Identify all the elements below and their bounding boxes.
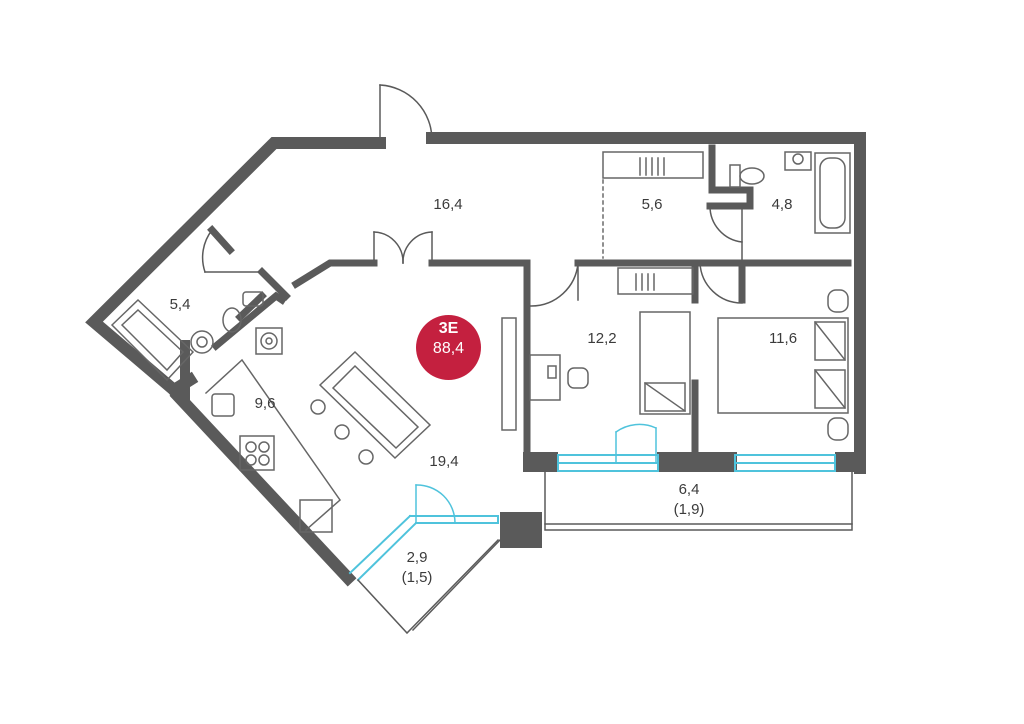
wardrobe-bedroom-2 bbox=[617, 267, 694, 295]
bedroom-2-door bbox=[699, 262, 743, 304]
room-area-bedroom-2: 11,6 bbox=[768, 330, 798, 347]
outer-walls-thick bbox=[180, 340, 865, 548]
entrance-door bbox=[379, 84, 433, 144]
kitchen-counter bbox=[204, 358, 341, 533]
room-area-wardrobe: 5,6 bbox=[641, 196, 663, 213]
bathtub-left bbox=[110, 298, 195, 382]
bed-bedroom-1 bbox=[639, 311, 691, 415]
kitchen-exterior-wall bbox=[169, 387, 357, 587]
room-area-balcony-large: 6,4 (1,9) bbox=[673, 481, 705, 518]
apartment-type-badge: 3E 88,4 bbox=[416, 315, 481, 380]
bedroom-1-door bbox=[530, 262, 579, 307]
toilet-left bbox=[222, 291, 264, 333]
bathtub-right bbox=[814, 152, 851, 234]
desk-bedroom-1 bbox=[529, 354, 589, 401]
washing-machine bbox=[255, 327, 283, 355]
room-area-living-room: 19,4 bbox=[429, 453, 459, 470]
room-area-balcony-small: 2,9 (1,5) bbox=[401, 549, 433, 586]
room-area-bedroom-1: 12,2 bbox=[587, 330, 617, 347]
room-area-hall: 16,4 bbox=[433, 196, 463, 213]
bathroom-right-door bbox=[709, 205, 743, 264]
room-area-bathroom-right: 4,8 bbox=[771, 196, 793, 213]
tv-unit bbox=[501, 317, 517, 431]
dining-table bbox=[310, 350, 432, 465]
balcony-small bbox=[356, 538, 502, 635]
wardrobe-hall bbox=[602, 151, 704, 179]
balcony-doors bbox=[415, 423, 657, 524]
toilet-right bbox=[729, 164, 765, 188]
room-area-kitchen: 9,6 bbox=[254, 395, 276, 412]
windows bbox=[348, 454, 836, 582]
apartment-type-label: 3E bbox=[438, 320, 459, 337]
living-double-door bbox=[373, 231, 433, 264]
bathroom-left-door bbox=[201, 228, 263, 273]
sink-left bbox=[190, 330, 214, 354]
balcony-large bbox=[544, 471, 853, 531]
room-area-bathroom-left: 5,4 bbox=[169, 296, 191, 313]
sink-right bbox=[784, 151, 812, 171]
fixtures bbox=[110, 151, 851, 533]
apartment-total-area: 88,4 bbox=[432, 340, 465, 357]
bed-bedroom-2 bbox=[717, 289, 849, 441]
interior-walls bbox=[207, 144, 852, 459]
